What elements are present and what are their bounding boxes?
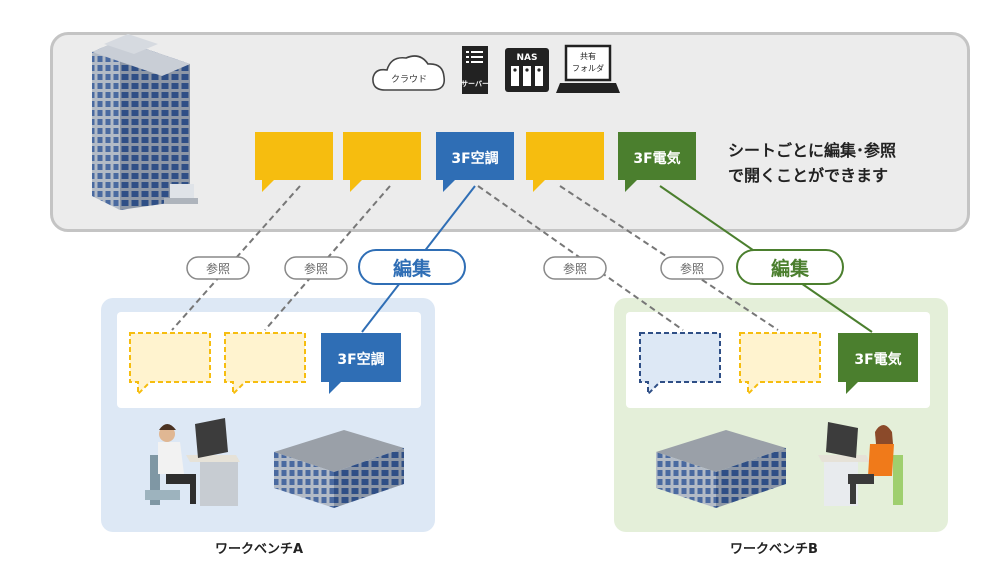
svg-text:フォルダ: フォルダ (572, 63, 604, 73)
description-text: シートごとに編集･参照 で開くことができます (728, 138, 896, 188)
worker-b-at-desk-icon (818, 422, 903, 506)
worker-a-at-desk-icon (145, 418, 240, 506)
office-building-icon (92, 34, 198, 210)
svg-text:3F電気: 3F電気 (854, 351, 901, 368)
sheet-3f-aircon-top[interactable]: 3F空調 (436, 132, 514, 192)
svg-text:3F空調: 3F空調 (451, 150, 498, 167)
shared-folder-laptop-icon: 共有 フォルダ (556, 44, 620, 93)
workbench-b-building-icon (656, 430, 786, 508)
workbench-b-label: ワークベンチB (730, 542, 818, 557)
workbench-a-building-icon (274, 430, 404, 508)
svg-text:参照: 参照 (206, 261, 230, 276)
edit-label-a: 編集 (358, 249, 466, 285)
svg-text:クラウド: クラウド (391, 74, 427, 85)
svg-text:NAS: NAS (517, 53, 538, 63)
sheet-3f-electric-top[interactable]: 3F電気 (618, 132, 696, 192)
svg-text:参照: 参照 (563, 261, 587, 276)
svg-text:編集: 編集 (771, 257, 810, 280)
svg-text:共有: 共有 (580, 51, 596, 61)
yellow-sheet-1 (255, 132, 333, 192)
description-line-1: シートごとに編集･参照 (728, 141, 897, 160)
edit-label-b: 編集 (736, 249, 844, 285)
reference-label-4: 参照 (660, 256, 724, 280)
svg-text:3F電気: 3F電気 (633, 150, 680, 167)
reference-label-3: 参照 (543, 256, 607, 280)
wb-b-reference-sheet-aircon (639, 332, 721, 397)
reference-label-1: 参照 (186, 256, 250, 280)
svg-text:サーバー: サーバー (461, 80, 489, 88)
nas-icon: NAS (505, 48, 549, 92)
svg-text:編集: 編集 (393, 257, 432, 280)
yellow-sheet-4 (526, 132, 604, 192)
wb-a-reference-sheet-1 (129, 332, 211, 397)
svg-text:3F空調: 3F空調 (337, 351, 384, 368)
wb-b-sheet-3f-electric[interactable]: 3F電気 (838, 333, 918, 394)
reference-label-2: 参照 (284, 256, 348, 280)
wb-b-reference-sheet-2 (739, 332, 821, 397)
wb-a-sheet-3f-aircon[interactable]: 3F空調 (321, 333, 401, 394)
wb-a-reference-sheet-2 (224, 332, 306, 397)
description-line-2: で開くことができます (728, 166, 889, 185)
svg-text:参照: 参照 (680, 261, 704, 276)
workbench-a-label: ワークベンチA (215, 542, 304, 557)
yellow-sheet-2 (343, 132, 421, 192)
server-icon: サーバー (461, 46, 489, 94)
svg-text:参照: 参照 (304, 261, 328, 276)
cloud-icon: クラウド (372, 55, 446, 91)
